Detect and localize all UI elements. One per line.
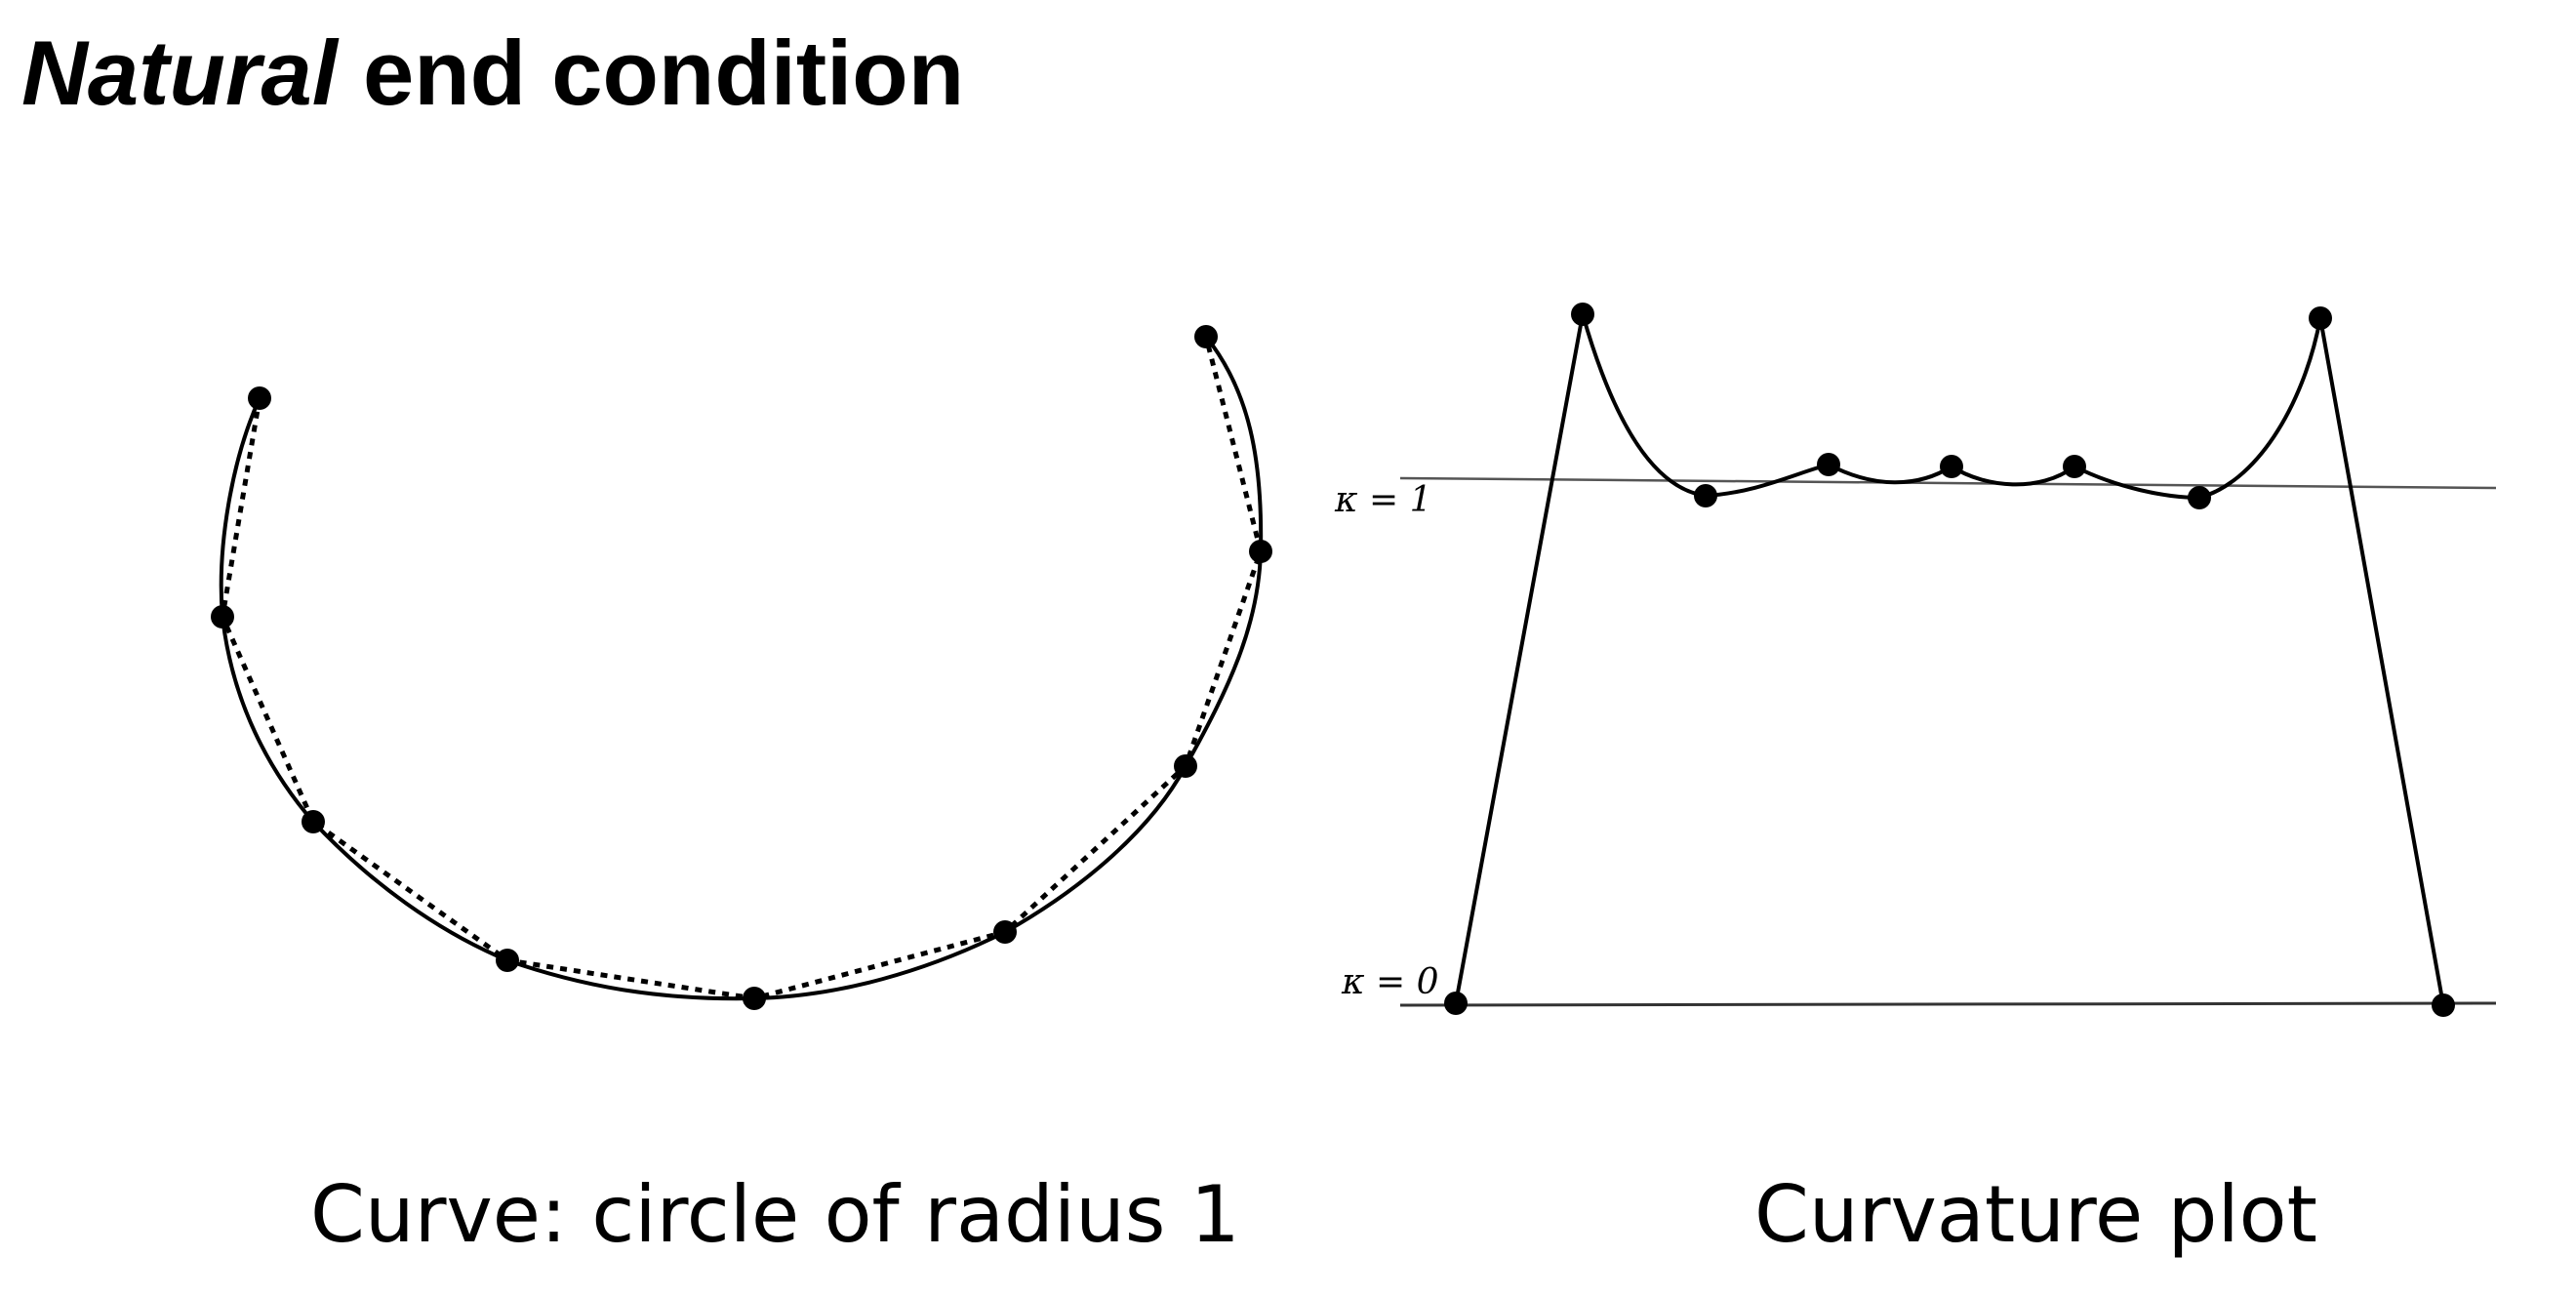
curvature-point <box>1817 453 1840 476</box>
control-polygon <box>220 336 1264 1001</box>
title-rest: end condition <box>337 21 965 124</box>
kappa-1-reference-line <box>1399 476 2497 490</box>
left-caption: Curve: circle of radius 1 <box>310 1169 1240 1260</box>
title-italic: Natural <box>21 21 338 124</box>
control-point <box>993 920 1017 944</box>
kappa-0-reference-line <box>1399 1001 2497 1007</box>
curvature-point <box>2063 455 2086 478</box>
control-point <box>743 987 766 1010</box>
curvature-point <box>2432 993 2455 1017</box>
control-point <box>496 949 519 972</box>
circle-curve-figure <box>211 325 1272 1010</box>
curvature-point <box>1694 484 1717 507</box>
curvature-points <box>1444 303 2455 1017</box>
control-point <box>1249 540 1272 563</box>
kappa-1-label: κ = 1 <box>1334 480 1432 520</box>
curvature-point <box>2188 486 2211 509</box>
curvature-graph <box>1454 313 2445 1006</box>
control-point <box>302 810 325 833</box>
curvature-point <box>2309 306 2332 330</box>
control-point <box>1174 754 1197 778</box>
control-point <box>1194 325 1218 348</box>
kappa-0-label: κ = 0 <box>1341 962 1439 1002</box>
curvature-plot-figure: κ = 1 κ = 0 <box>1334 303 2497 1017</box>
spline-curve <box>219 335 1264 1001</box>
right-caption: Curvature plot <box>1754 1169 2317 1260</box>
control-points <box>211 325 1272 1010</box>
control-point <box>211 605 234 628</box>
curvature-point <box>1444 992 1468 1015</box>
curvature-point <box>1571 303 1594 326</box>
control-point <box>248 386 271 410</box>
curvature-point <box>1940 455 1963 478</box>
page-title: Natural end condition <box>21 27 964 119</box>
